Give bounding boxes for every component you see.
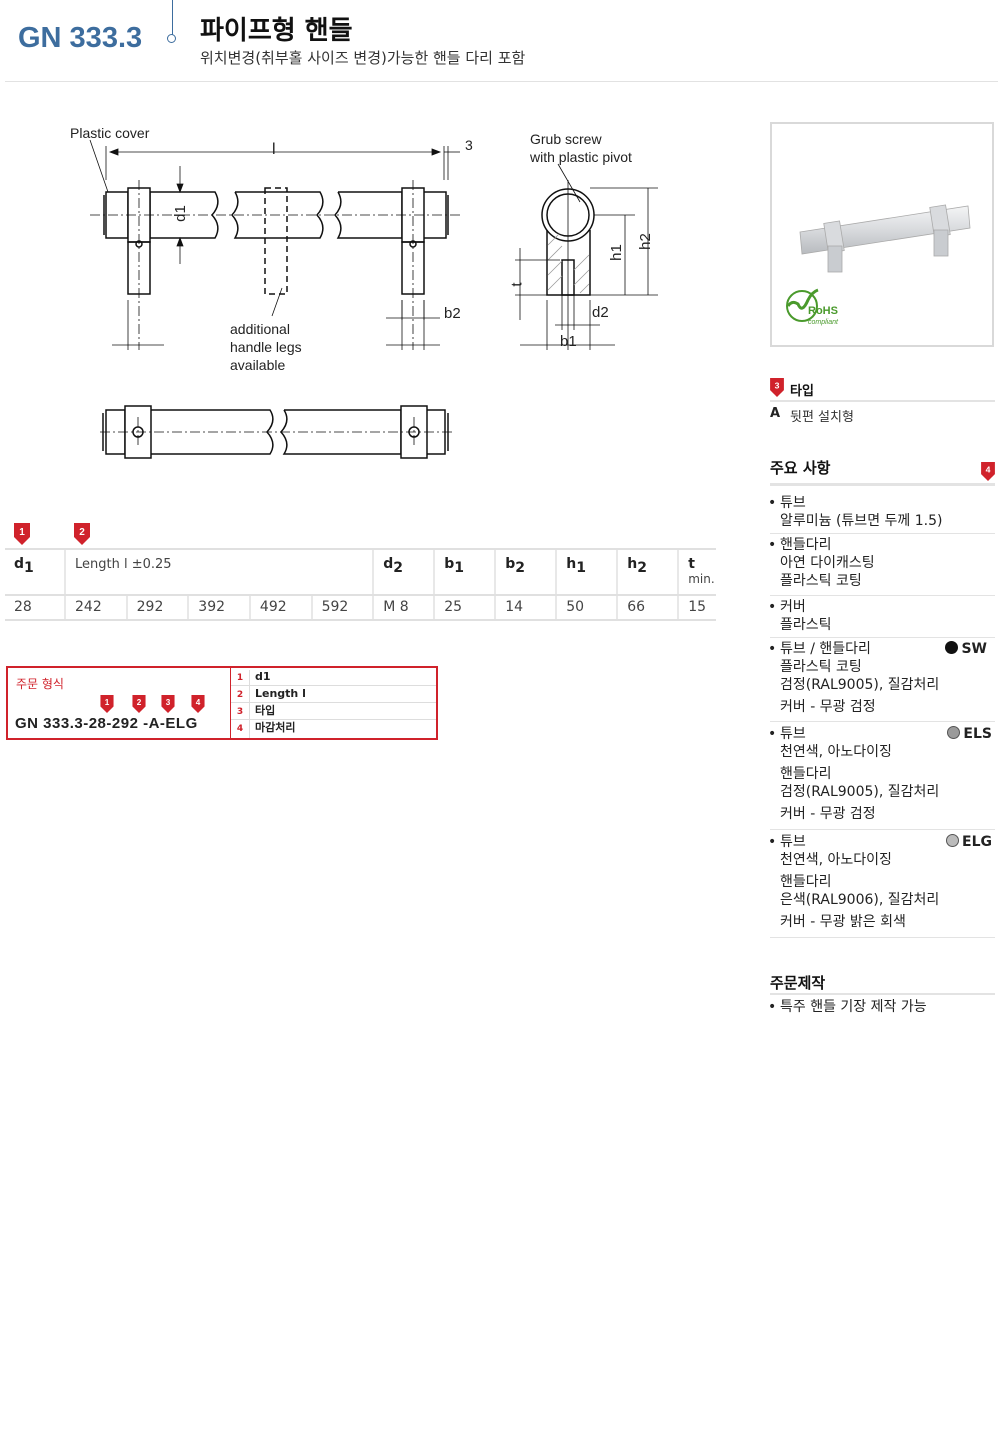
custom-item: •특주 핸들 기장 제작 가능	[768, 999, 927, 1015]
order-label: 주문 형식	[16, 677, 64, 691]
svg-text:1: 1	[105, 698, 110, 707]
label-available: available	[230, 357, 286, 373]
page-title: 파이프형 핸들	[200, 16, 353, 46]
svg-text:2: 2	[79, 527, 85, 538]
svg-text:3: 3	[775, 380, 780, 390]
feature-divider	[770, 637, 995, 638]
feature-divider	[770, 721, 995, 722]
dim-l: l	[272, 141, 276, 158]
label-plastic-cover: Plastic cover	[70, 125, 150, 141]
label-additional: additional	[230, 321, 290, 337]
custom-divider	[770, 993, 995, 995]
feature-legs: •핸들다리 아연 다이캐스팅 플라스틱 코팅	[768, 537, 875, 589]
col-h1: h1	[555, 548, 618, 596]
label-grub-screw: Grub screw	[530, 131, 602, 147]
cell-h2: 66	[616, 595, 679, 621]
order-badge-3: 3	[161, 695, 175, 713]
cell-length: 492	[248, 595, 312, 621]
order-badge-2: 2	[132, 695, 146, 713]
order-badge-4: 4	[191, 695, 205, 713]
col-d2: d2	[372, 548, 435, 596]
finish-sw: •튜브 / 핸들다리 SW 플라스틱 코팅 검정(RAL9005), 질감처리 …	[768, 641, 987, 715]
cell-d2: M 8	[372, 595, 435, 621]
svg-text:1: 1	[19, 527, 25, 538]
cell-b1: 25	[433, 595, 496, 621]
dim-d2: d2	[592, 304, 609, 321]
cell-length: 242	[64, 595, 127, 621]
features-divider	[770, 483, 995, 486]
header-connector-dot	[167, 34, 176, 43]
label-handle-legs: handle legs	[230, 339, 302, 355]
col-b2: b2	[494, 548, 557, 596]
cell-t: 15	[677, 595, 716, 621]
dim-b1: b1	[560, 333, 577, 350]
dim-b2: b2	[444, 305, 461, 322]
feature-divider	[770, 937, 995, 938]
feature-cover: •커버 플라스틱	[768, 599, 832, 633]
order-badge-1: 1	[100, 695, 114, 713]
custom-title: 주문제작	[770, 974, 826, 992]
order-separator	[230, 668, 231, 738]
top-view-drawing	[100, 405, 452, 459]
technical-drawing	[89, 139, 658, 350]
feature-divider	[770, 829, 995, 830]
col-d1: d1	[5, 548, 65, 596]
dim-t: t	[508, 282, 526, 287]
page-subtitle: 위치변경(취부홀 사이즈 변경)가능한 핸들 다리 포함	[200, 49, 526, 67]
col-b1: b1	[433, 548, 496, 596]
type-code: A	[770, 406, 781, 421]
dim-h1: h1	[607, 244, 625, 261]
cell-length: 592	[310, 595, 374, 621]
label-plastic-pivot: with plastic pivot	[530, 149, 632, 165]
product-photo: RoHS compliant	[770, 122, 994, 347]
product-code: GN 333.3	[18, 22, 143, 54]
badge-1: 1	[14, 523, 30, 545]
cell-h1: 50	[555, 595, 618, 621]
cell-d1: 28	[5, 595, 65, 621]
type-badge-3: 3	[770, 378, 784, 397]
svg-text:4: 4	[986, 464, 991, 474]
col-length: Length l ±0.25	[63, 548, 374, 596]
finish-els: •튜브 ELS 천연색, 아노다이징 핸들다리 검정(RAL9005), 질감처…	[768, 726, 992, 822]
dim-d1: d1	[171, 205, 189, 222]
svg-text:3: 3	[166, 698, 171, 707]
handle-image: RoHS compliant	[786, 204, 971, 326]
svg-text:4: 4	[196, 698, 201, 707]
feature-divider	[770, 595, 995, 596]
svg-text:2: 2	[137, 698, 142, 707]
type-desc: 뒷편 설치형	[790, 410, 854, 425]
order-code: GN 333.3-28-292 -A-ELG	[15, 715, 198, 732]
cell-length: 292	[125, 595, 189, 621]
finish-elg: •튜브 ELG 천연색, 아노다이징 핸들다리 은색(RAL9006), 질감처…	[768, 834, 992, 930]
header-divider	[5, 81, 998, 82]
features-badge-4: 4	[981, 462, 995, 481]
type-divider	[770, 400, 995, 402]
type-title: 타입	[790, 384, 814, 399]
cell-length: 392	[187, 595, 250, 621]
feature-divider	[770, 533, 995, 534]
rohs-compliant: compliant	[808, 319, 839, 326]
dim-h2: h2	[636, 233, 654, 250]
col-h2: h2	[616, 548, 679, 596]
features-title: 주요 사항	[770, 459, 831, 477]
header-connector-line	[172, 0, 173, 36]
badge-2: 2	[74, 523, 90, 545]
cell-b2: 14	[494, 595, 557, 621]
table-row: 28 242 292 392 492 592 M 8 25 14 50 66 1…	[5, 595, 716, 621]
feature-tube: •튜브 알루미늄 (튜브면 두께 1.5)	[768, 495, 943, 529]
dim-3: 3	[465, 137, 473, 153]
rohs-label: RoHS	[808, 305, 838, 317]
